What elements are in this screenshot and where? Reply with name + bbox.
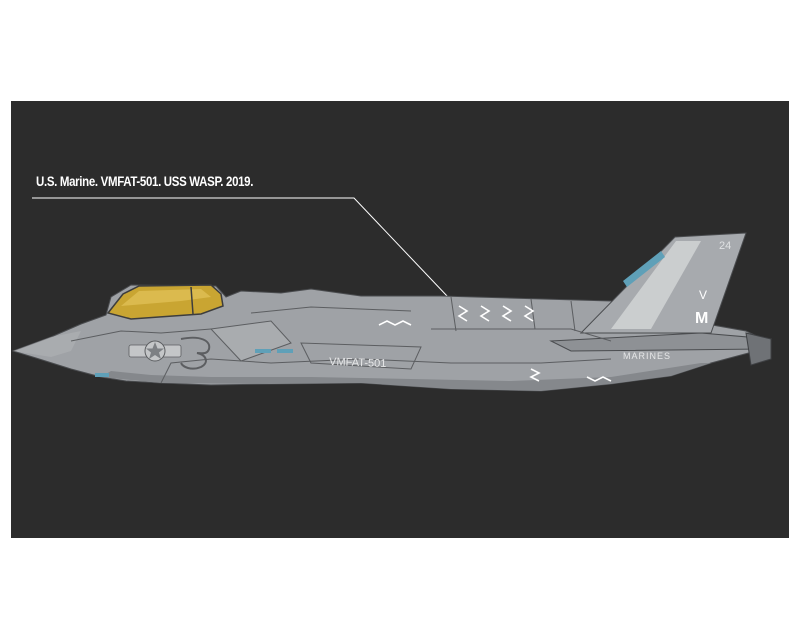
aft-service-marking: MARINES <box>623 351 671 361</box>
tail-code-bottom: M <box>695 310 708 327</box>
fuselage-unit-marking: VMFAT-501 <box>329 356 387 370</box>
engine-nozzle <box>745 332 772 366</box>
profile-caption: U.S. Marine. VMFAT-501. USS WASP. 2019. <box>36 173 254 189</box>
tail-code-top: V <box>699 288 707 302</box>
unit-zigzag-markings <box>378 305 612 382</box>
tail-number: 24 <box>719 240 731 252</box>
leader-line <box>32 197 449 298</box>
profile-panel: U.S. Marine. VMFAT-501. USS WASP. 2019. <box>11 101 789 538</box>
national-insignia <box>128 340 182 362</box>
air-intake <box>209 320 292 362</box>
f35b-side-profile: VMFAT-501 MARINES 24 V M <box>11 232 772 392</box>
